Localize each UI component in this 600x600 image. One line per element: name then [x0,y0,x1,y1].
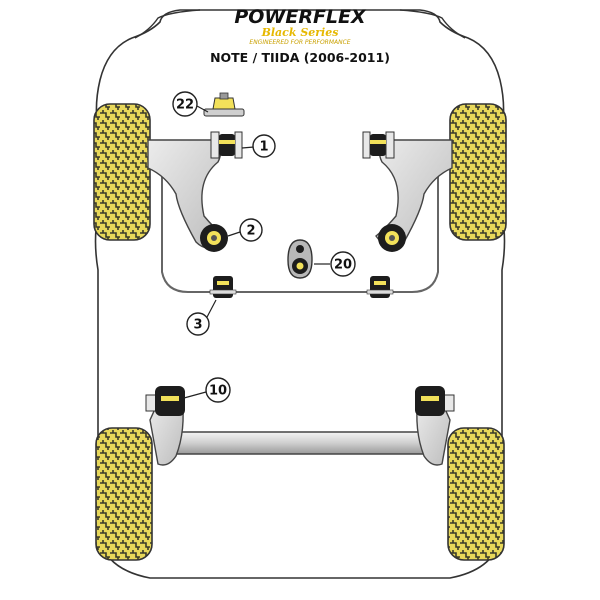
rear-torsion-beam [163,431,437,455]
callout-20: 20 [330,251,356,277]
right-headlight-notch [399,9,466,39]
callout-1: 1 [252,134,276,158]
brand-name: POWERFLEX [234,6,367,28]
callout-22: 22 [172,91,198,117]
svg-text:1: 1 [259,140,268,155]
engine-mount-20 [287,239,313,279]
front-subframe [161,146,439,293]
front-right-control-arm [375,139,453,249]
svg-text:2: 2 [246,224,255,239]
bush-1-right [362,131,395,159]
callout-3: 3 [186,312,210,336]
brand-tagline: ENGINEERED FOR PERFORMANCE [249,39,350,46]
bush-3-right [366,276,394,298]
svg-text:22: 22 [176,98,194,113]
rear-left-wheel [95,427,153,561]
svg-text:20: 20 [334,258,352,273]
left-headlight-notch [134,9,201,39]
front-right-wheel [449,103,507,241]
callout-10: 10 [205,377,231,403]
svg-text:10: 10 [209,384,227,399]
bush-1-left [210,131,243,159]
rear-right-wheel [447,427,505,561]
bush-2-left [200,224,228,252]
svg-text:3: 3 [193,318,202,333]
model-title: NOTE / TIIDA (2006-2011) [210,50,390,65]
bush-3-left [209,276,237,298]
front-left-wheel [93,103,151,241]
bush-10-left [145,386,185,416]
bush-2-right [378,224,406,252]
top-mount-22 [203,92,245,117]
brand-logo: POWERFLEX Black Series ENGINEERED FOR PE… [234,6,367,46]
callout-2: 2 [239,218,263,242]
brand-series: Black Series [261,26,339,39]
car-body-outline [94,9,506,579]
bush-10-right [415,386,455,416]
leader-lines [183,105,330,399]
